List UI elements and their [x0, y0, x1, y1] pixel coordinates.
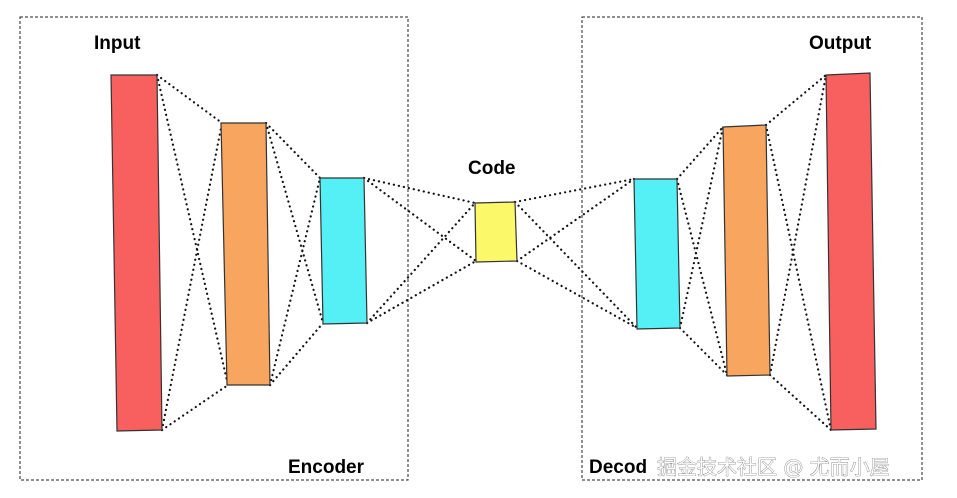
decoder-inner-layer [633, 178, 681, 330]
decoder-box [581, 16, 923, 481]
encoder-label: Encoder [288, 457, 365, 478]
input-layer [110, 74, 163, 432]
decoder-label: Decod [589, 457, 647, 478]
encoder-inner-layer [319, 177, 368, 325]
decoder-hidden-layer [722, 124, 771, 377]
watermark-text: 掘金技术社区 @ 尤而小屋 [657, 455, 890, 479]
decoder-connections [513, 73, 833, 432]
encoder-connections [155, 73, 478, 432]
encoder-box [19, 16, 409, 481]
output-label: Output [809, 33, 872, 54]
output-layer [825, 72, 877, 431]
code-label: Code [468, 158, 516, 179]
input-label: Input [94, 33, 141, 54]
encoder-hidden-layer [220, 122, 271, 386]
code-layer [474, 201, 518, 263]
